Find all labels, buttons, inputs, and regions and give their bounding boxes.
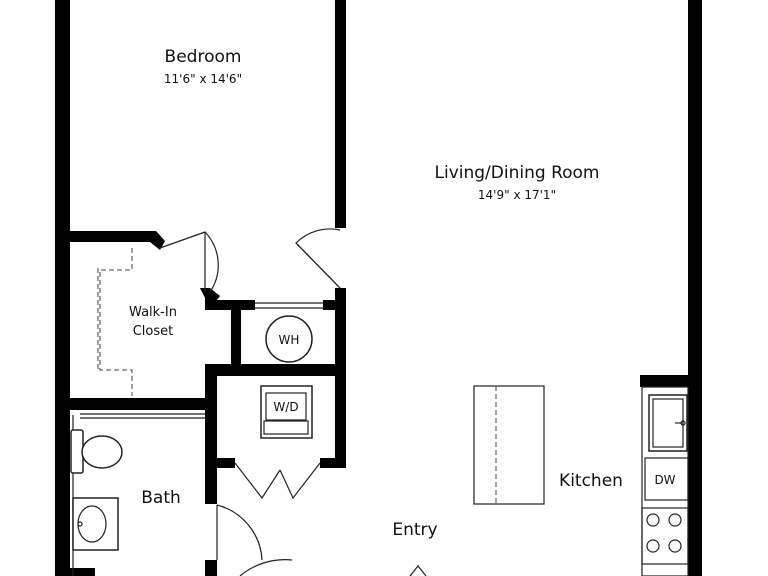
walls (55, 0, 702, 576)
living-dining-dimensions: 14'9" x 17'1" (478, 188, 556, 202)
bedroom-label: Bedroom (165, 47, 242, 67)
cooktop (641, 507, 689, 565)
living-dining-label: Living/Dining Room (435, 163, 600, 183)
entry-label: Entry (392, 520, 437, 540)
closet-label-line2: Closet (133, 324, 174, 339)
bath-label: Bath (141, 488, 181, 508)
dishwasher-label: DW (654, 473, 675, 487)
bedroom-dimensions: 11'6" x 14'6" (164, 72, 242, 86)
water-heater-label: WH (279, 333, 300, 347)
room-labels: Bedroom 11'6" x 14'6" Living/Dining Room… (129, 47, 623, 540)
washer-dryer-label: W/D (273, 400, 298, 414)
kitchen-label: Kitchen (559, 471, 623, 491)
doors (159, 228, 427, 576)
kitchen-counter: DW (641, 386, 689, 576)
water-heater: WH (265, 315, 313, 363)
closet-shelving (97, 248, 133, 396)
washer-dryer: W/D (260, 385, 313, 439)
toilet (70, 429, 123, 474)
bath-fixtures (70, 429, 123, 551)
closet-label-line1: Walk-In (129, 305, 177, 320)
bath-sink (72, 497, 119, 551)
kitchen-island (473, 385, 545, 505)
